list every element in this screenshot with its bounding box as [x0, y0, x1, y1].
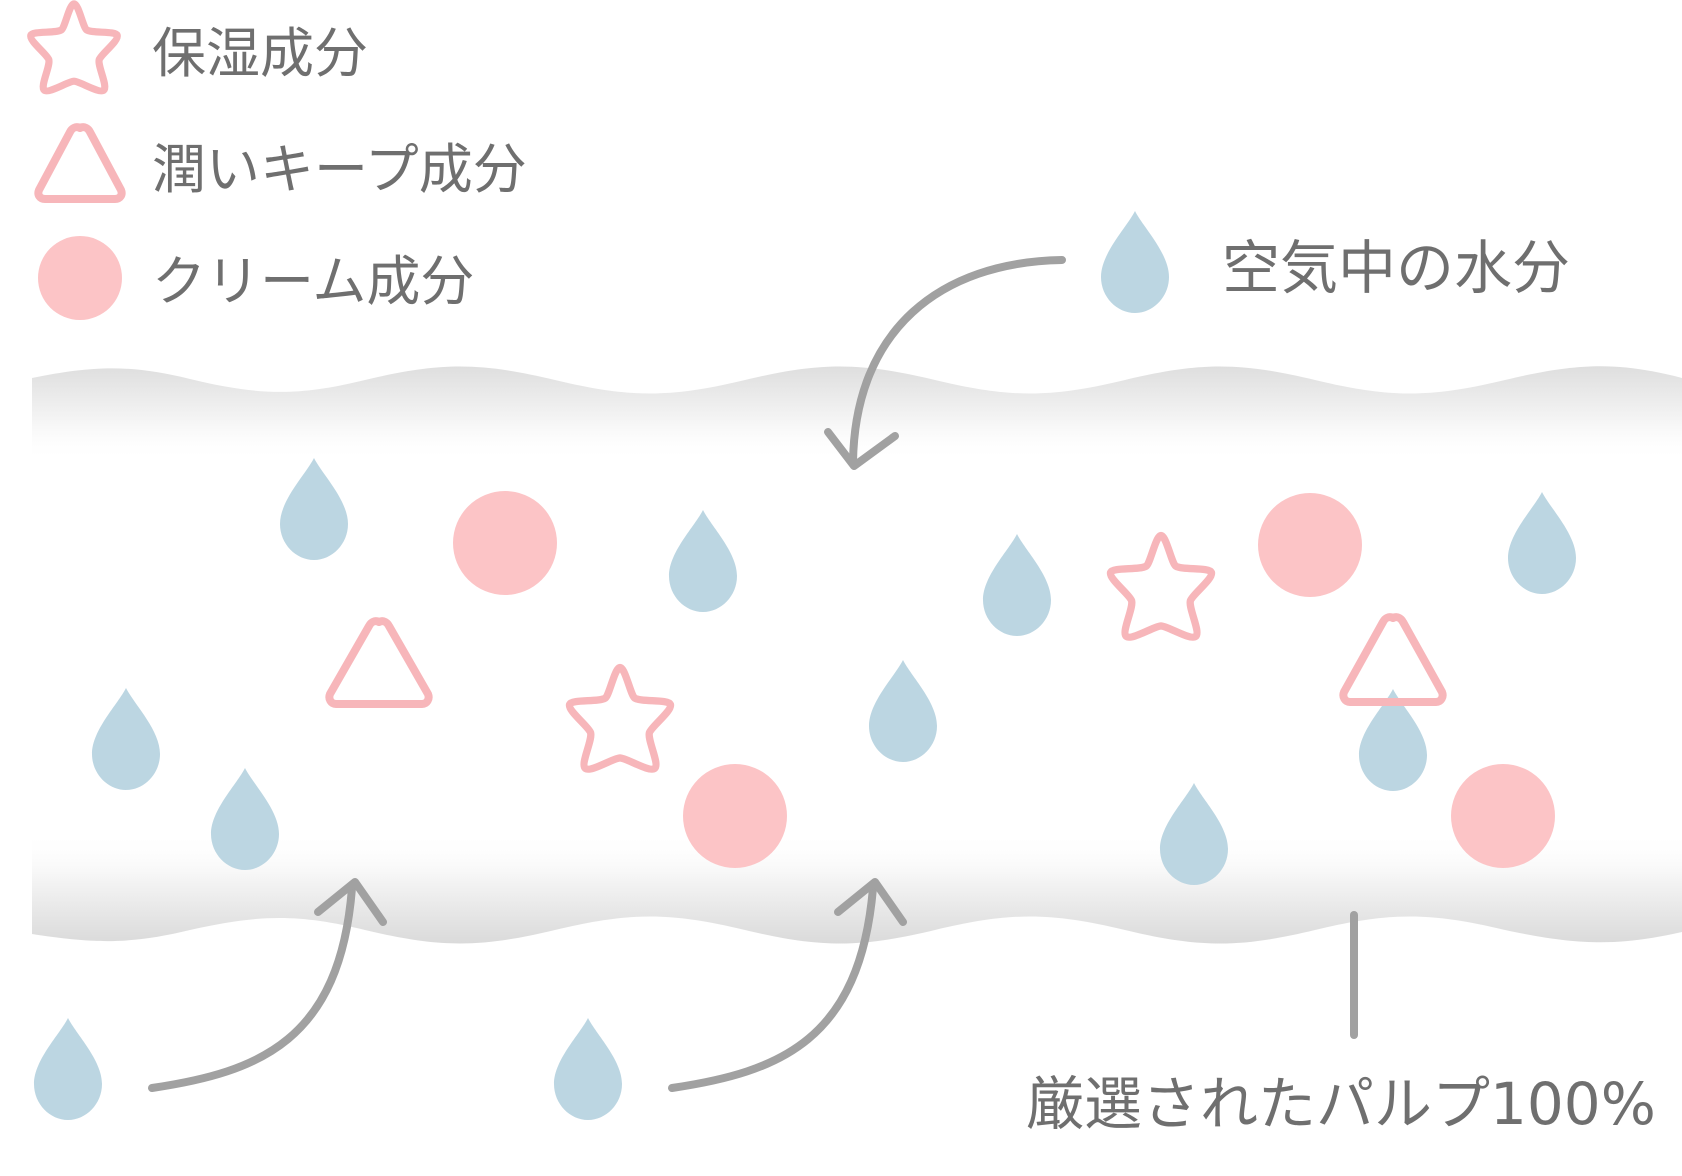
arrow-down-into-sheet-head [824, 428, 899, 470]
triangle-outline-icon [1339, 613, 1447, 706]
triangle-outline-icon [325, 617, 433, 708]
water-drop-icon [1101, 211, 1169, 313]
water-drop-icon [669, 510, 737, 612]
water-drop-icon [34, 1018, 102, 1120]
pulp-label: 厳選されたパルプ100% [1026, 1070, 1656, 1138]
star-outline-icon [569, 668, 670, 770]
legend-label-moisturizer: 保湿成分 [152, 22, 368, 85]
water-drop-icon [983, 534, 1051, 636]
legend-item-cream: クリーム成分 [38, 236, 474, 320]
water-drop-icon [554, 1018, 622, 1120]
cream-circle [453, 491, 557, 595]
legend-item-moisturizer: 保湿成分 [31, 4, 368, 91]
water-drop-icon [869, 660, 937, 762]
cream-particles [453, 491, 1555, 868]
arrow-up-middle-head [834, 878, 907, 926]
water-drop-icon [280, 458, 348, 560]
cream-circle [1258, 493, 1362, 597]
arrow-up-left [148, 884, 356, 1092]
water-drop-icon [1508, 492, 1576, 594]
arrow-up-left-head [314, 878, 387, 926]
legend-item-moisture-keep: 潤いキープ成分 [34, 123, 527, 203]
star-outline-icon [31, 4, 118, 91]
cream-circle [683, 764, 787, 868]
water-drop-icon [92, 688, 160, 790]
water-drop-icon [1160, 783, 1228, 885]
moisture-keep-particles [325, 613, 1447, 708]
legend: 保湿成分 潤いキープ成分 クリーム成分 [31, 4, 527, 320]
cream-circle [1451, 764, 1555, 868]
arrow-up-middle [668, 884, 877, 1092]
arrow-down-into-sheet [849, 256, 1066, 466]
air-moisture-label: 空気中の水分 [1222, 234, 1570, 302]
filled-circle-icon [38, 236, 122, 320]
water-drop-icon [211, 768, 279, 870]
band-bottom-shadow [32, 832, 1682, 944]
triangle-outline-icon [34, 123, 126, 203]
air-moisture-annotation: 空気中の水分 [1101, 211, 1570, 313]
star-outline-icon [1110, 536, 1211, 638]
legend-label-moisture-keep: 潤いキープ成分 [152, 138, 527, 201]
legend-label-cream: クリーム成分 [152, 250, 474, 313]
arrows [148, 256, 1358, 1092]
